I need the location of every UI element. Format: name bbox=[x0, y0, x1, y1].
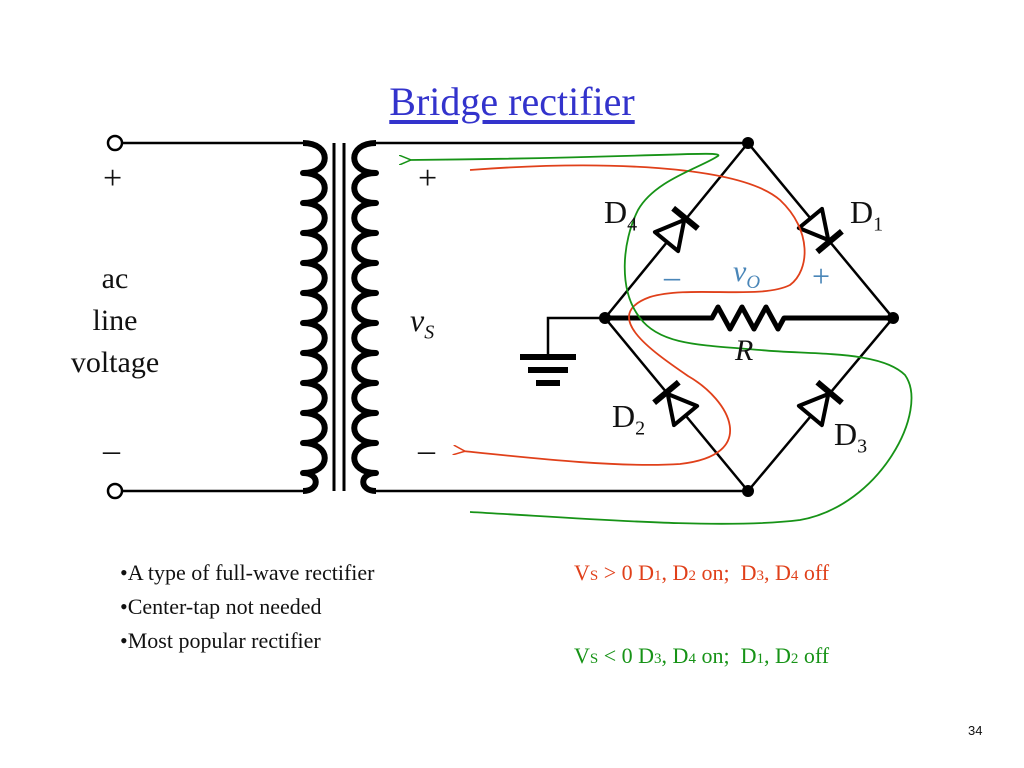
vo-subscript: O bbox=[746, 272, 761, 293]
vo-minus-sign: – bbox=[664, 258, 680, 294]
cond-text: D bbox=[672, 643, 689, 668]
cond-sub: 1 bbox=[756, 651, 764, 667]
cond-text: , bbox=[661, 560, 673, 585]
cond-text: off bbox=[798, 643, 830, 668]
negative-cycle-path bbox=[409, 152, 913, 525]
node-top bbox=[742, 137, 754, 149]
cond-text: on; bbox=[695, 643, 741, 668]
d3-letter: D bbox=[834, 416, 858, 452]
cond-text: D bbox=[638, 560, 655, 585]
cond-sub: 2 bbox=[790, 651, 799, 667]
cond-sub: 4 bbox=[790, 568, 799, 584]
vs-subscript: S bbox=[424, 321, 435, 344]
cond-text: > 0 bbox=[598, 560, 639, 585]
ground-icon bbox=[520, 354, 576, 386]
secondary-coil bbox=[351, 140, 379, 494]
d3-sub: 3 bbox=[857, 435, 868, 458]
primary-top-terminal bbox=[106, 134, 124, 152]
cond-sub: 3 bbox=[654, 651, 662, 667]
cond-text: , bbox=[763, 643, 775, 668]
d2-label: D2 bbox=[612, 398, 645, 440]
diode-d4 bbox=[652, 205, 700, 254]
cond-sub: 2 bbox=[688, 568, 696, 584]
vo-label: vO bbox=[733, 255, 760, 294]
secondary-minus-sign: – bbox=[418, 432, 435, 469]
d2-sub: 2 bbox=[635, 417, 646, 440]
vo-symbol: v bbox=[733, 255, 747, 288]
cond-text: D bbox=[774, 643, 791, 668]
cond-text: D bbox=[638, 643, 655, 668]
cond-text: < 0 bbox=[598, 643, 639, 668]
node-bottom bbox=[742, 485, 754, 497]
resistor-label: R bbox=[735, 334, 754, 367]
cond-text: on; bbox=[695, 560, 741, 585]
cond-sub: S bbox=[589, 651, 599, 667]
vs-label: vS bbox=[410, 302, 434, 344]
bullet-item: •A type of full-wave rectifier bbox=[120, 560, 375, 585]
positive-cycle-condition: VS > 0 D1, D2 on; D3, D4 off bbox=[574, 560, 829, 586]
cond-sub: 4 bbox=[688, 651, 696, 667]
d4-letter: D bbox=[604, 194, 628, 230]
primary-coil bbox=[300, 140, 328, 494]
d1-letter: D bbox=[850, 194, 874, 230]
d1-label: D1 bbox=[850, 194, 883, 236]
diode-d2 bbox=[652, 379, 700, 428]
cond-sub: S bbox=[589, 568, 599, 584]
d4-sub: 4 bbox=[627, 213, 638, 236]
cond-sub: 1 bbox=[654, 568, 662, 584]
cond-sub: 3 bbox=[756, 568, 764, 584]
vo-plus-sign: + bbox=[812, 258, 831, 294]
diode-d3 bbox=[796, 379, 844, 428]
positive-cycle-path bbox=[463, 164, 806, 466]
negative-cycle-condition: VS < 0 D3, D4 on; D1, D2 off bbox=[574, 643, 829, 669]
ac-label-line-3: voltage bbox=[70, 346, 160, 379]
bullet-item: •Most popular rectifier bbox=[120, 628, 321, 653]
ground-wire bbox=[546, 316, 605, 356]
ac-label-line-1: ac bbox=[101, 262, 129, 295]
cond-text: D bbox=[740, 643, 757, 668]
secondary-plus-sign: + bbox=[418, 160, 438, 197]
diode-d1 bbox=[796, 206, 844, 255]
load-resistor bbox=[605, 304, 893, 332]
primary-plus-sign: + bbox=[103, 160, 123, 197]
cond-text: off bbox=[798, 560, 830, 585]
vs-symbol: v bbox=[410, 302, 425, 338]
bullet-item: •Center-tap not needed bbox=[120, 594, 322, 619]
cond-text: D bbox=[672, 560, 689, 585]
d1-sub: 1 bbox=[873, 213, 884, 236]
primary-minus-sign: – bbox=[103, 432, 120, 469]
d4-label: D4 bbox=[604, 194, 637, 236]
bullet-list: •A type of full-wave rectifier •Center-t… bbox=[120, 556, 374, 658]
cond-text: , bbox=[763, 560, 775, 585]
cond-text: D bbox=[774, 560, 791, 585]
d2-letter: D bbox=[612, 398, 636, 434]
cond-text: V bbox=[574, 643, 590, 668]
ac-label-line-2: line bbox=[92, 304, 138, 337]
d3-label: D3 bbox=[834, 416, 867, 458]
slide-title: Bridge rectifier bbox=[389, 79, 635, 124]
ac-line-voltage-label: ac line voltage bbox=[50, 258, 180, 384]
primary-bottom-terminal bbox=[106, 482, 124, 500]
cond-text: , bbox=[661, 643, 673, 668]
cond-text: D bbox=[740, 560, 757, 585]
page-number: 34 bbox=[968, 723, 983, 738]
cond-text: V bbox=[574, 560, 590, 585]
